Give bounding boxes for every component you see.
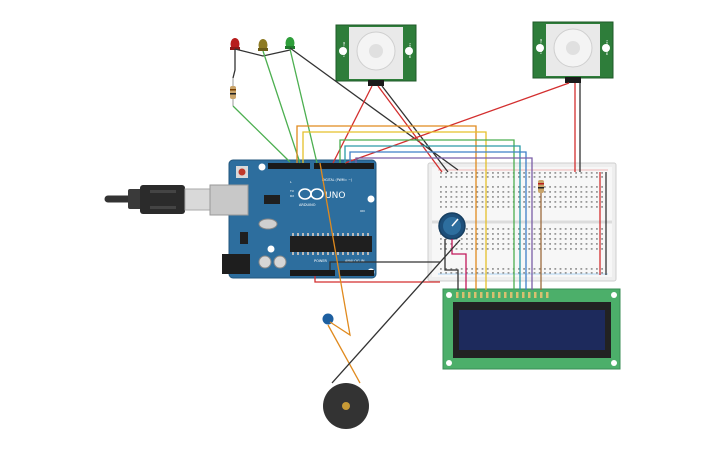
- wire-led-gnd: [289, 47, 459, 171]
- piezo-buzzer-icon: [323, 383, 369, 429]
- pir-sensor-left: HC-SR501 HC-SR501: [335, 24, 417, 86]
- led-yellow: [258, 39, 268, 51]
- led-resistor: [230, 78, 236, 106]
- wire-red-led: [232, 49, 236, 79]
- pir-left-side-label-2: HC-SR501: [408, 43, 412, 58]
- wire-pot-pink: [451, 239, 467, 290]
- lcd-pins: [456, 292, 549, 298]
- analog-header-label: ANALOG IN: [345, 259, 365, 263]
- wires: [232, 47, 607, 384]
- wire-pir-left-gnd: [381, 85, 449, 173]
- arduino-model-label: UNO: [325, 191, 345, 201]
- arduino-logo: [298, 188, 324, 200]
- pir-right-side-label: HC-SR501: [539, 39, 543, 54]
- arduino-uno-board: UNO ARDUINO DIGITAL (PWM= ~) POWER ANALO…: [104, 159, 377, 279]
- wire-led-green: [289, 48, 318, 164]
- pir-left-side-label: HC-SR501: [342, 42, 346, 57]
- pir-right-side-label-2: HC-SR501: [605, 40, 609, 55]
- pir-sensor-right: HC-SR501 HC-SR501: [532, 21, 614, 83]
- wire-pir-right-vcc: [344, 82, 570, 164]
- breadboard-holes: [440, 172, 603, 274]
- power-header-label: POWER: [314, 259, 328, 263]
- wire-led-yellow: [262, 50, 301, 164]
- potentiometer-icon: [438, 212, 466, 240]
- tx-label: TX: [289, 189, 294, 193]
- lcd-display: [442, 288, 621, 370]
- digital-header-label: DIGITAL (PWM= ~): [322, 178, 352, 182]
- wire-pir-left-out: [377, 85, 443, 173]
- wire-orange-1: [296, 125, 477, 290]
- l-led-label: L: [290, 180, 292, 184]
- on-led-label: ON: [360, 209, 365, 213]
- wire-buzzer-black: [331, 239, 461, 384]
- usb-cable-icon: [104, 185, 214, 214]
- wire-purple-1: [355, 157, 533, 290]
- led-green: [285, 37, 295, 49]
- arduino-brand-label: ARDUINO: [299, 203, 316, 207]
- wire-buzzer-orange: [319, 162, 351, 337]
- breadboard: [427, 162, 617, 282]
- wire-green-1: [339, 139, 515, 290]
- wire-yellow-1: [302, 131, 487, 290]
- wire-5v-red: [314, 276, 440, 283]
- led-red: [230, 38, 240, 50]
- wire-pot-black: [444, 239, 459, 290]
- wire-buzzer-orange-2: [327, 324, 361, 384]
- wire-red-led-2: [234, 48, 291, 57]
- wire-gnd-black: [329, 261, 440, 270]
- breadboard-resistor: [538, 180, 544, 193]
- wire-teal-1: [344, 145, 521, 290]
- wire-blue-1: [349, 151, 527, 290]
- wire-resistor-green: [232, 105, 291, 163]
- rx-label: RX: [290, 194, 294, 198]
